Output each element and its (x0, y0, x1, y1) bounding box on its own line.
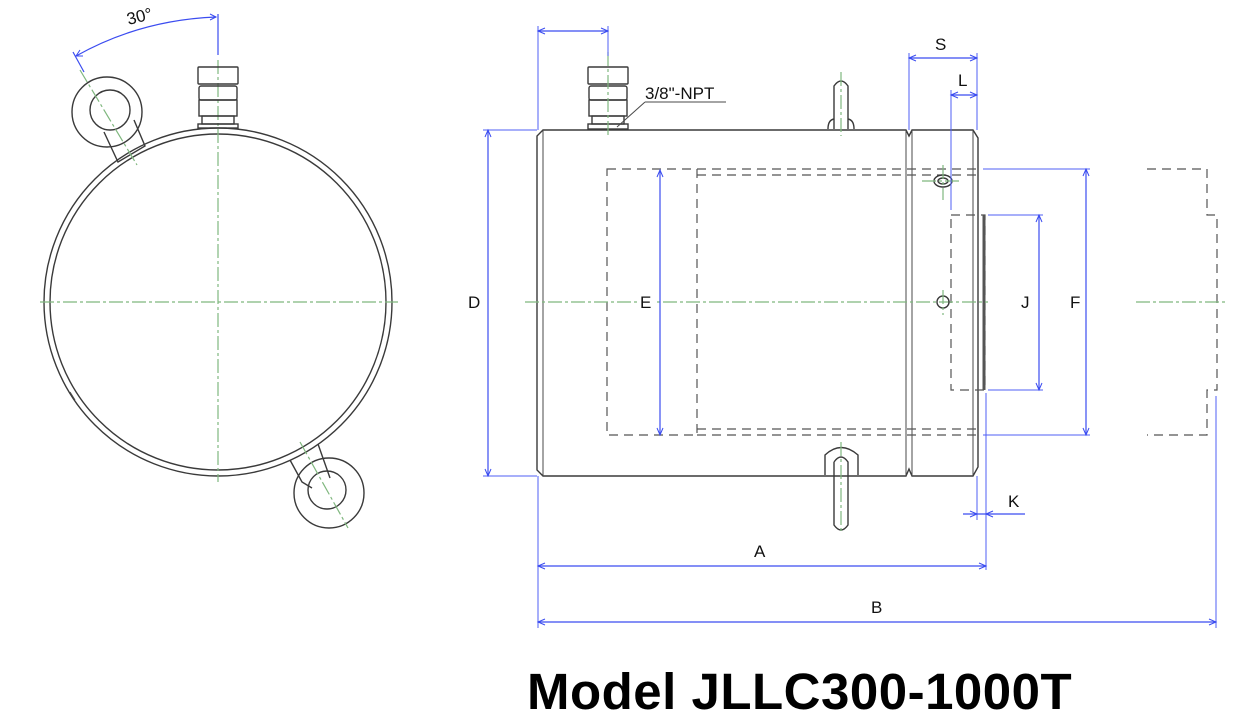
end-view: 30° (40, 4, 398, 529)
dimension-D: D (468, 128, 537, 478)
dimension-E: E (637, 168, 664, 437)
dimension-label-J: J (1021, 293, 1030, 312)
side-coupler-icon (587, 52, 629, 136)
dimension-label-E: E (640, 293, 651, 312)
handle-top-icon (827, 72, 855, 136)
hydraulic-coupler-icon (197, 66, 239, 129)
coupler-offset-dimension (536, 26, 610, 130)
model-title: Model JLLC300-1000T (527, 663, 1073, 720)
dimension-label-F: F (1070, 293, 1080, 312)
port-note-label: 3/8"-NPT (645, 84, 714, 103)
dimension-K: K (963, 393, 1025, 570)
dimension-label-S: S (935, 35, 946, 54)
dimension-J: J (988, 213, 1043, 392)
dimension-label-K: K (1008, 492, 1020, 511)
dimension-L: L (949, 71, 979, 210)
angle-label: 30° (125, 4, 155, 29)
dimension-label-D: D (468, 293, 480, 312)
dimension-S: S (907, 35, 979, 130)
side-view: 3/8"-NPT D (468, 26, 1228, 628)
dimension-B: B (536, 396, 1218, 628)
port-note: 3/8"-NPT (616, 84, 726, 128)
dimension-A: A (536, 476, 988, 628)
angle-dimension: 30° (72, 4, 219, 73)
dimension-label-A: A (754, 542, 766, 561)
lifting-eye-upper-icon (71, 69, 146, 166)
dimension-F: F (983, 167, 1090, 437)
handle-bottom-icon (824, 442, 859, 532)
lifting-eye-lower-icon (289, 441, 365, 529)
set-screw-icon (922, 165, 962, 200)
dimension-label-B: B (871, 598, 882, 617)
dimension-label-L: L (958, 71, 967, 90)
